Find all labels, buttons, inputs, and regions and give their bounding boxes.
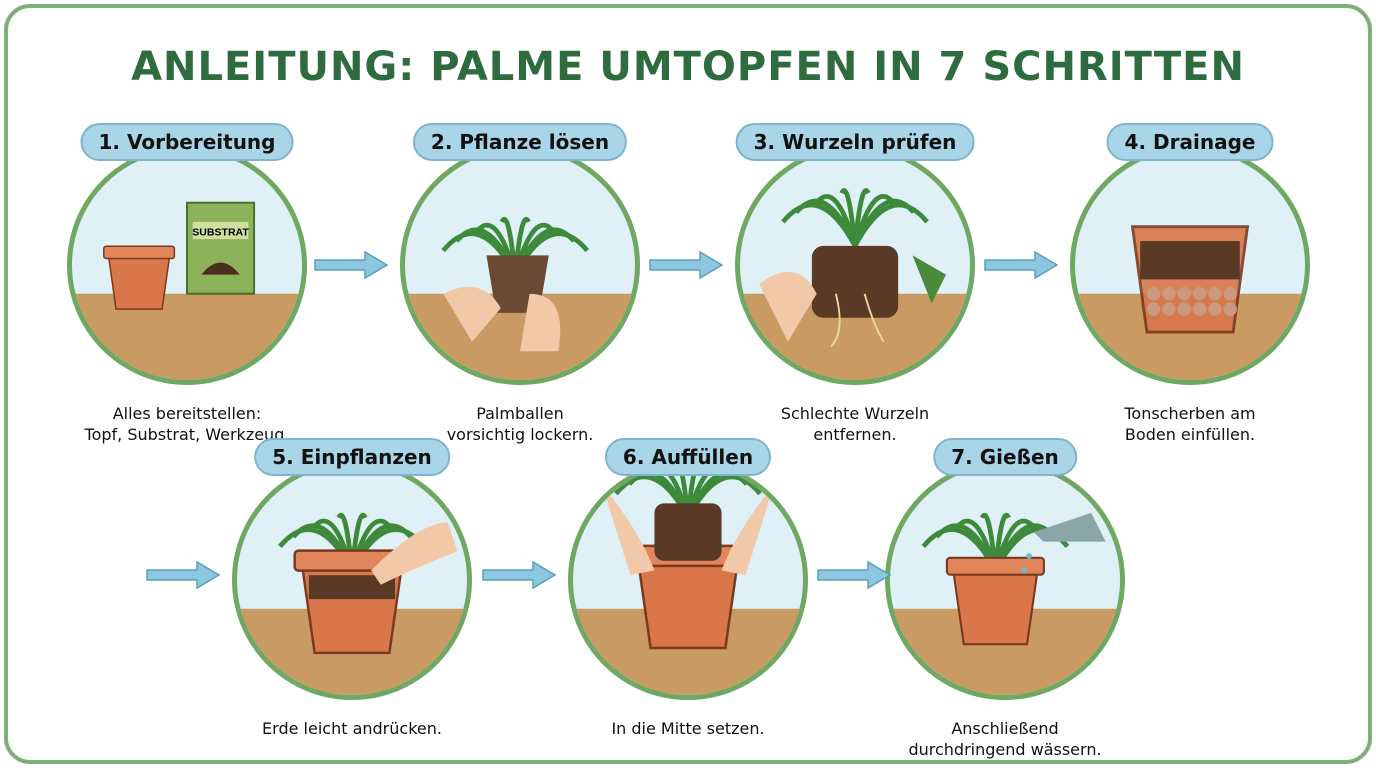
arrow-right-icon <box>983 250 1059 280</box>
step-illustration <box>232 460 472 700</box>
step-caption: Erde leicht andrücken. <box>262 719 442 738</box>
step-illustration <box>1070 145 1310 385</box>
step-illustration <box>885 460 1125 700</box>
step-label: 5. Einpflanzen <box>254 438 450 476</box>
step-illustration <box>400 145 640 385</box>
arrow-right-icon <box>313 250 389 280</box>
step-caption: In die Mitte setzen. <box>611 719 765 738</box>
step-label: 2. Pflanze lösen <box>412 123 628 161</box>
arrow-right-icon <box>145 560 221 590</box>
step-label: 1. Vorbereitung <box>80 123 294 161</box>
step-1: SUBSTRAT 1. Vorbereitung Alles bereitste… <box>67 123 307 444</box>
arrow-right-icon <box>648 250 724 280</box>
step-label: 7. Gießen <box>933 438 1077 476</box>
frame-border <box>4 4 1372 764</box>
step-label: 4. Drainage <box>1106 123 1274 161</box>
step-illustration: SUBSTRAT <box>67 145 307 385</box>
arrow-right-icon <box>481 560 557 590</box>
step-6: 6. Auffüllen In die Mitte setzen. <box>568 438 808 738</box>
page-title: ANLEITUNG: PALME UMTOPFEN IN 7 SCHRITTEN <box>131 44 1245 90</box>
step-caption: Alles bereitstellen:Topf, Substrat, Werk… <box>84 404 290 444</box>
arrow-right-icon <box>816 560 892 590</box>
step-illustration <box>735 145 975 385</box>
substrat-bag-text: SUBSTRAT <box>192 226 249 238</box>
step-5: 5. Einpflanzen Erde leicht andrücken. <box>232 438 472 738</box>
step-label: 6. Auffüllen <box>604 438 772 476</box>
step-label: 3. Wurzeln prüfen <box>735 123 975 161</box>
step-illustration <box>568 460 808 700</box>
